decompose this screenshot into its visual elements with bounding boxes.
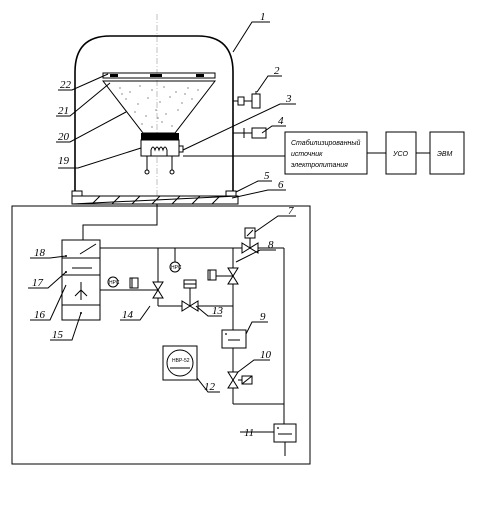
base-plate [71,190,239,205]
callout-9: 9 [260,311,266,323]
vapour-cone [101,80,217,134]
gauge-nrs-a: НРС [107,276,120,288]
valve-13 [158,279,233,312]
callout-8: 8 [268,239,274,251]
evm-block: ЭВМ [429,131,465,175]
callout-2: 2 [274,65,280,77]
vacuum-meter: НВР-52 [162,345,198,381]
valve-14 [150,248,164,306]
valve-10 [227,348,284,405]
callout-10: 10 [260,349,272,361]
valve-7 [241,227,284,254]
callout-20: 20 [58,131,70,143]
trap-9 [221,306,247,349]
callout-11: 11 [244,427,254,439]
callout-12: 12 [204,381,216,393]
callout-14: 14 [122,309,134,321]
roughing-pump [273,423,297,456]
source-label-2: источник [291,151,323,158]
gauge-nrs-b: НРС [169,248,182,273]
substrate-holder [102,72,216,82]
callout-16: 16 [34,309,46,321]
uso-block: УСО [385,131,417,175]
callout-6: 6 [278,179,284,191]
callout-22: 22 [60,79,72,91]
callout-18: 18 [34,247,46,259]
vacuum-stand-frame [11,205,311,465]
leader-lines [28,21,296,433]
svg-text:НРС: НРС [109,280,120,286]
callout-7: 7 [288,205,294,217]
source-label-3: электропитания [291,162,348,169]
callout-3: 3 [285,93,292,105]
svg-text:НРС: НРС [171,265,182,271]
sensor-block-a [129,277,139,289]
source-label-1: Стабилизированный [291,139,361,147]
vacuum-meter-label: НВР-52 [172,358,190,364]
callout-17: 17 [32,277,44,289]
callout-15: 15 [52,329,64,341]
feedthrough-2 [233,91,261,109]
uso-label: УСО [392,151,408,158]
callout-4: 4 [278,115,284,127]
valve-8 [207,248,239,306]
bell-jar [74,35,234,196]
diffusion-pump [61,239,101,321]
callout-5: 5 [264,170,270,182]
callout-1: 1 [260,11,266,23]
evm-label: ЭВМ [437,151,453,158]
power-source-block: Стабилизированный источник электропитани… [284,131,368,175]
callout-19: 19 [58,155,70,167]
pump-manifold [82,204,158,240]
callout-21: 21 [58,105,69,117]
evaporator [140,133,184,175]
connector-4 [233,127,267,139]
callout-13: 13 [212,305,224,317]
